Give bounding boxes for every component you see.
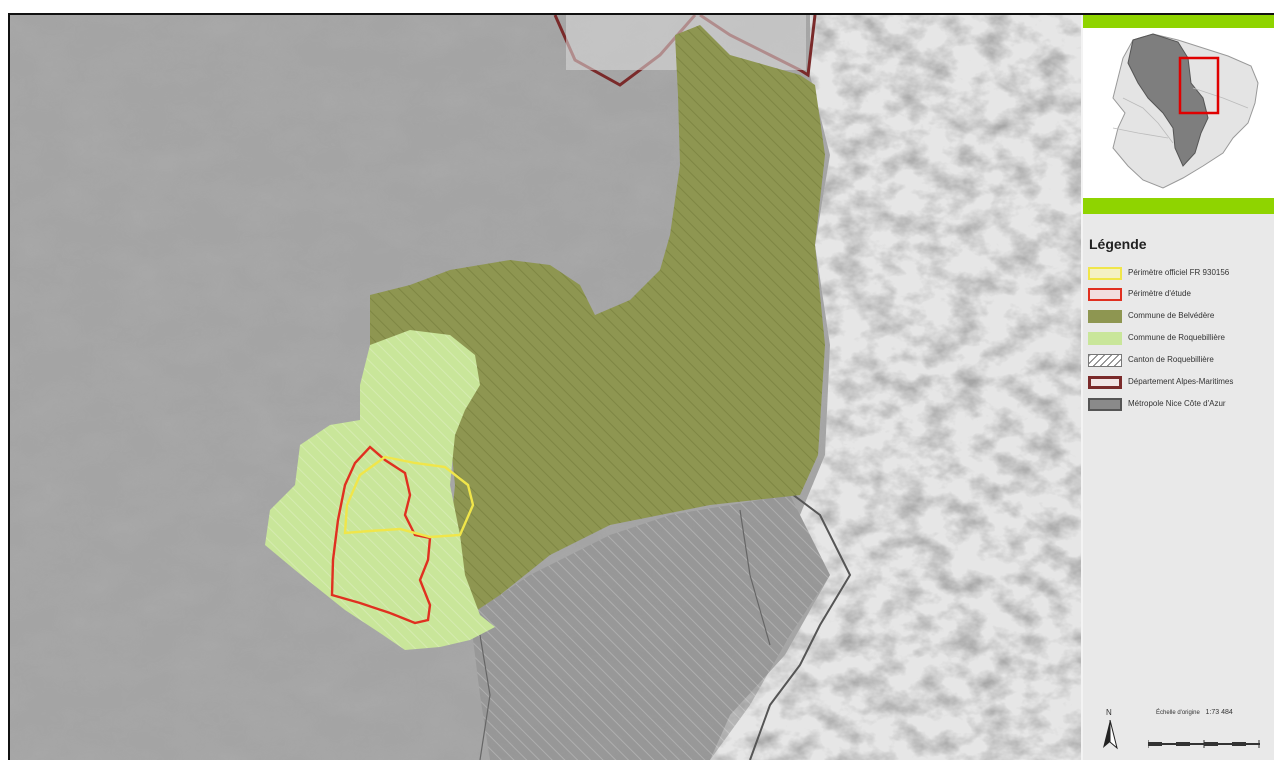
legend-label: Département Alpes-Maritimes xyxy=(1128,377,1234,386)
north-arrow-icon xyxy=(1103,720,1118,750)
olive-fill-swatch xyxy=(1088,310,1122,323)
legend-label: Commune de Roquebillière xyxy=(1128,333,1225,342)
gray-fill-swatch xyxy=(1088,398,1122,411)
inset-location-frame xyxy=(1178,56,1220,115)
legend-title: Légende xyxy=(1089,236,1147,252)
accent-bar-top xyxy=(1083,15,1274,28)
scale-label: Échelle d'origine xyxy=(1156,710,1200,716)
overview-inset-map[interactable] xyxy=(1083,28,1274,198)
legend-label: Périmètre officiel FR 930156 xyxy=(1128,268,1230,277)
metropole-boundary xyxy=(749,484,852,760)
legend-item-departement: Département Alpes-Maritimes xyxy=(1088,375,1274,391)
hatched-swatch xyxy=(1088,354,1122,367)
legend-panel xyxy=(1083,214,1274,760)
legend-item-perimetre-etude: Périmètre d'étude xyxy=(1088,287,1274,303)
darkred-outline-swatch xyxy=(1088,376,1122,389)
legend-label: Canton de Roquebillière xyxy=(1128,355,1214,364)
legend-item-belvedere: Commune de Belvédère xyxy=(1088,309,1274,325)
red-outline-swatch xyxy=(1088,288,1122,301)
map-frame xyxy=(8,13,1274,760)
north-label: N xyxy=(1106,708,1112,717)
perimetre-officiel-outline[interactable] xyxy=(343,455,475,539)
legend-label: Périmètre d'étude xyxy=(1128,289,1191,298)
lightgreen-fill-swatch xyxy=(1088,332,1122,345)
map-canvas[interactable] xyxy=(10,15,1081,760)
yellow-outline-swatch xyxy=(1088,267,1122,280)
scale-ratio: 1:73 484 xyxy=(1205,709,1233,716)
legend-item-roquebilliere: Commune de Roquebillière xyxy=(1088,331,1274,347)
scale-text: Échelle d'origine 1:73 484 xyxy=(1156,709,1233,716)
legend-item-perimetre-officiel: Périmètre officiel FR 930156 xyxy=(1088,266,1274,282)
scale-bar xyxy=(1148,740,1260,748)
legend-item-canton: Canton de Roquebillière xyxy=(1088,353,1274,369)
legend-label: Métropole Nice Côte d'Azur xyxy=(1128,399,1226,408)
legend-item-metropole: Métropole Nice Côte d'Azur xyxy=(1088,397,1274,413)
accent-bar-middle xyxy=(1083,198,1274,214)
perimetre-etude-outline[interactable] xyxy=(330,445,432,625)
north-arrow: N xyxy=(1100,708,1120,752)
inset-metropole-shape xyxy=(1127,33,1209,167)
legend-label: Commune de Belvédère xyxy=(1128,311,1215,320)
